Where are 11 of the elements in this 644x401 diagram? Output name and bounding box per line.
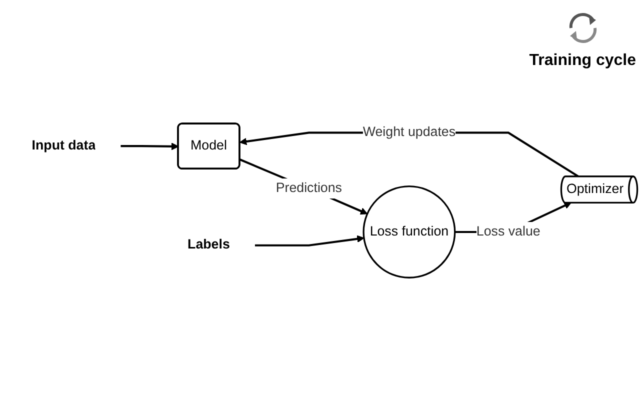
node-text: Optimizer bbox=[566, 182, 624, 197]
edge-label: Weight updates bbox=[362, 126, 456, 140]
diagram-note: Training cycle bbox=[529, 52, 636, 70]
arrow bbox=[239, 158, 368, 215]
arrow bbox=[254, 236, 364, 247]
node-text: Labels bbox=[188, 238, 230, 252]
edge-label: Loss value bbox=[476, 224, 540, 239]
node-text: Input data bbox=[32, 138, 96, 154]
arrow bbox=[120, 143, 179, 150]
edge-label: Predictions bbox=[276, 181, 342, 196]
node-circle: Loss function bbox=[362, 186, 456, 279]
